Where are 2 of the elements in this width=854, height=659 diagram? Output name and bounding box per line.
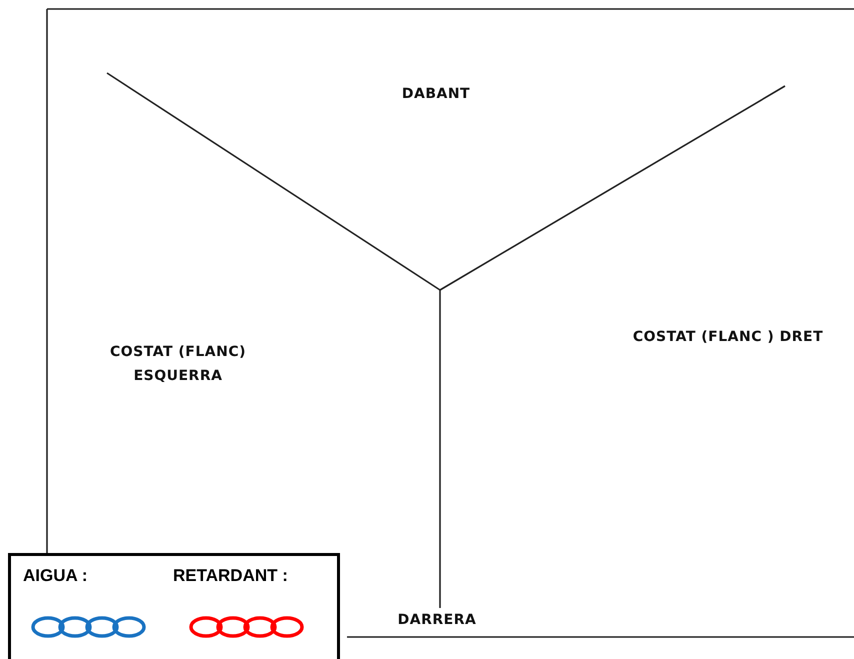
legend-label: RETARDANT :	[173, 566, 288, 586]
legend-label: AIGUA :	[23, 566, 88, 586]
